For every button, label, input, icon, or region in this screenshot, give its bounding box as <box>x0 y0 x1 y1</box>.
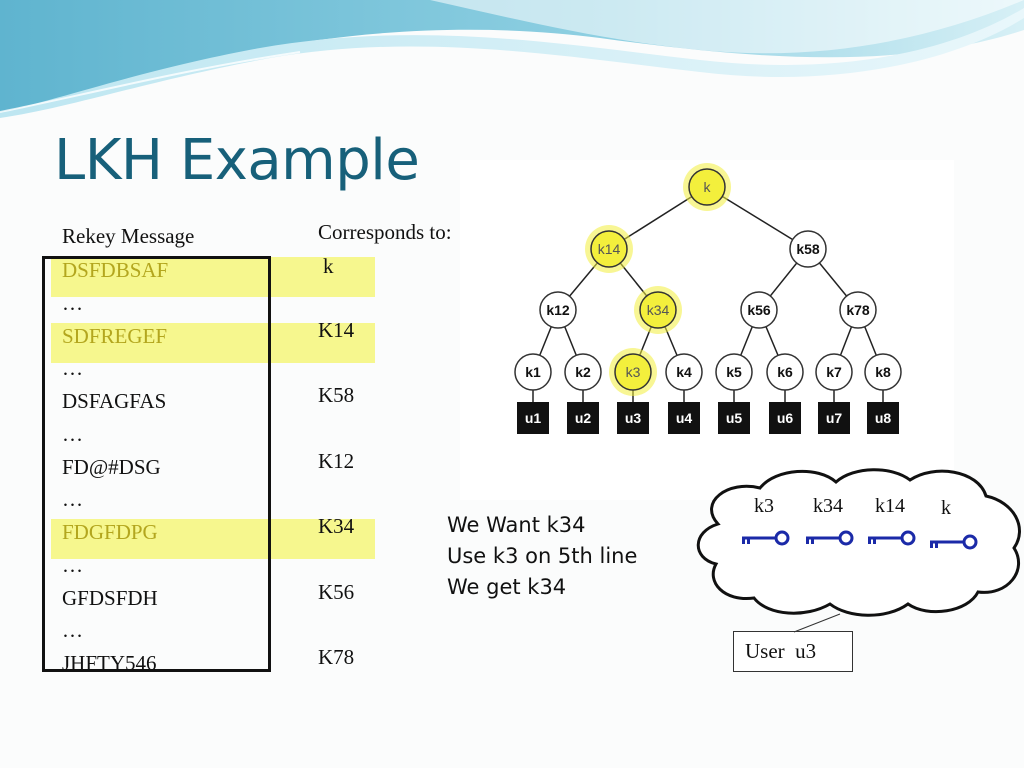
rekey-message-row: GFDSFDH <box>62 585 158 610</box>
tree-node-k1 <box>514 353 552 391</box>
tree-node-label: k8 <box>875 364 891 380</box>
user-node-label: u1 <box>525 410 542 426</box>
tree-node-k5 <box>715 353 753 391</box>
corresponds-to-header: Corresponds to: <box>318 220 452 244</box>
tree-node-k <box>688 168 726 206</box>
key-icon <box>742 530 790 546</box>
cloud-key-label: k14 <box>875 495 905 517</box>
row-highlight <box>51 519 375 559</box>
user-node-u6 <box>769 402 801 434</box>
note-get: We get k34 <box>447 575 567 599</box>
corresponding-key: K12 <box>318 448 355 473</box>
tree-node-label: k6 <box>777 364 793 380</box>
corresponding-key: K14 <box>318 317 355 342</box>
tree-node-k78 <box>839 291 877 329</box>
key-icon <box>806 530 854 546</box>
cloud-key-label: k34 <box>813 495 843 517</box>
tree-node-label: k14 <box>598 241 621 257</box>
slide-title: LKH Example <box>54 128 420 193</box>
rekey-message-row: JHFTY546 <box>62 651 157 675</box>
tree-node-k7 <box>815 353 853 391</box>
tree-node-label: k1 <box>525 364 541 380</box>
corresponding-key: k <box>323 254 334 278</box>
rekey-message-row: SDFREGEF <box>62 323 168 348</box>
notes: We Want k34 Use k3 on 5th line We get k3… <box>447 510 637 603</box>
tree-node-k56 <box>740 291 778 329</box>
user-label: User u3 <box>733 631 853 672</box>
user-pointer-line <box>793 613 841 633</box>
row-highlight <box>51 257 375 297</box>
tree-node-label: k2 <box>575 364 591 380</box>
tree-node-k4 <box>665 353 703 391</box>
tree-node-k34 <box>639 291 677 329</box>
tree-node-label: k58 <box>796 241 820 257</box>
key-cloud: k3 k34 k14 k <box>696 468 1021 617</box>
user-node-u4 <box>668 402 700 434</box>
user-node-label: u4 <box>676 410 693 426</box>
row-highlight <box>51 322 375 363</box>
tree-node-label: k <box>704 179 712 195</box>
rekey-message-header: Rekey Message <box>62 224 195 248</box>
rekey-message-row: … <box>62 421 83 446</box>
tree-node-label: k12 <box>546 302 570 318</box>
user-node-u5 <box>718 402 750 434</box>
corresponding-key: K56 <box>318 579 355 604</box>
user-node-u8 <box>867 402 899 434</box>
cloud-shape <box>696 468 1021 617</box>
key-tree-diagram: k k14 k58 k12 k34 k56 k78 k1 k2 k3 k4 k5 k6 k7 k8 u1 u2 u… <box>514 163 902 434</box>
tree-node-k12 <box>539 291 577 329</box>
rekey-message-row: … <box>62 618 83 643</box>
tree-node-label: k3 <box>626 364 641 380</box>
tree-node-k3 <box>614 353 652 391</box>
rekey-message-row: DSFAGFAS <box>62 389 167 413</box>
user-node-label: u5 <box>726 410 743 426</box>
tree-node-k14 <box>590 230 628 268</box>
corresponding-key: K78 <box>318 645 355 669</box>
rekey-message-box <box>42 256 271 672</box>
corresponding-key: K34 <box>318 514 355 538</box>
tree-node-k8 <box>864 353 902 391</box>
tree-node-k2 <box>564 353 602 391</box>
key-icon <box>930 534 978 550</box>
rekey-message-row: DSFDBSAF <box>62 258 169 282</box>
tree-node-label: k7 <box>826 364 842 380</box>
key-icon <box>868 530 916 546</box>
user-node-label: u3 <box>625 410 642 426</box>
tree-node-label: k56 <box>747 302 771 318</box>
rekey-message-row: … <box>62 552 83 577</box>
rekey-message-row: … <box>62 487 83 512</box>
tree-node-label: k5 <box>726 364 742 380</box>
user-node-u3 <box>617 402 649 434</box>
key-tree-panel: k k14 k58 k12 k34 k56 k78 k1 k2 k3 k4 k5 k6 k7 k8 u1 u2 u… <box>460 160 954 500</box>
user-node-label: u2 <box>575 410 592 426</box>
rekey-message-row: … <box>62 290 83 315</box>
user-node-label: u6 <box>777 410 794 426</box>
rekey-message-row: … <box>62 356 83 381</box>
user-node-u7 <box>818 402 850 434</box>
rekey-message-row: FDGFDPG <box>62 520 158 544</box>
tree-node-label: k78 <box>846 302 870 318</box>
user-node-u2 <box>567 402 599 434</box>
cloud-key-label: k3 <box>754 495 774 517</box>
cloud-key-label: k <box>941 497 951 519</box>
corresponding-key: K58 <box>318 383 355 407</box>
tree-node-k58 <box>789 230 827 268</box>
user-node-u1 <box>517 402 549 434</box>
tree-node-k6 <box>766 353 804 391</box>
tree-node-label: k4 <box>676 364 692 380</box>
note-want: We Want k34 <box>447 513 586 537</box>
user-node-label: u7 <box>826 410 843 426</box>
tree-node-label: k34 <box>647 302 670 318</box>
rekey-message-row: FD@#DSG <box>62 454 161 479</box>
user-node-label: u8 <box>875 410 892 426</box>
note-use: Use k3 on 5th line <box>447 544 638 568</box>
